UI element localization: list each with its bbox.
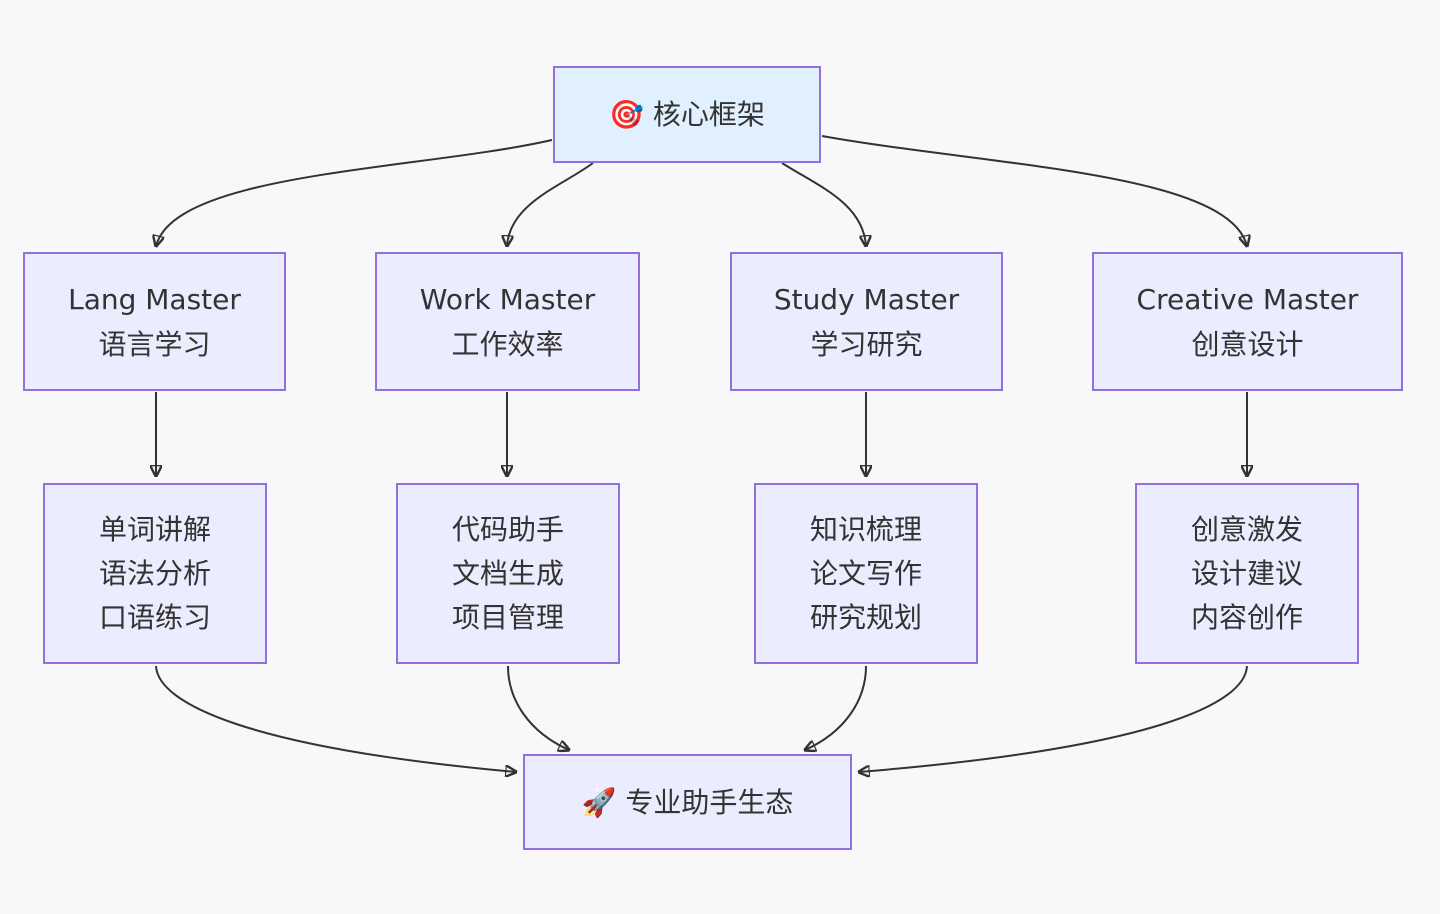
- creative-feature-3: 内容创作: [1190, 600, 1303, 634]
- edge-langdetail-ecosystem: [155, 665, 516, 772]
- node-lang-master-subtitle: 语言学习: [98, 327, 211, 361]
- node-study-master: Study Master 学习研究: [730, 252, 1003, 391]
- edge-workdetail-ecosystem: [507, 665, 569, 750]
- edge-creativedetail-ecosystem: [859, 665, 1248, 772]
- node-creative-master-title: Creative Master: [1136, 282, 1359, 316]
- edge-root-work: [507, 162, 594, 246]
- creative-feature-2: 设计建议: [1190, 556, 1303, 590]
- study-feature-2: 论文写作: [809, 556, 922, 590]
- node-study-master-subtitle: 学习研究: [810, 327, 923, 361]
- node-lang-master-title: Lang Master: [68, 282, 241, 316]
- node-lang-features: 单词讲解 语法分析 口语练习: [43, 483, 267, 664]
- node-work-master-title: Work Master: [419, 282, 596, 316]
- node-creative-features: 创意激发 设计建议 内容创作: [1135, 483, 1359, 664]
- node-assistant-ecosystem-label: 🚀 专业助手生态: [581, 785, 794, 819]
- edge-root-lang: [156, 139, 553, 246]
- node-study-features: 知识梳理 论文写作 研究规划: [754, 483, 978, 664]
- edge-root-study: [781, 162, 866, 246]
- node-core-framework-label: 🎯 核心框架: [609, 98, 765, 131]
- node-core-framework: 🎯 核心框架: [553, 66, 821, 163]
- edge-root-creative: [821, 135, 1247, 246]
- creative-feature-1: 创意激发: [1190, 512, 1303, 546]
- node-creative-master: Creative Master 创意设计: [1092, 252, 1403, 391]
- node-study-master-title: Study Master: [773, 282, 960, 316]
- edge-studydetail-ecosystem: [805, 665, 867, 750]
- node-creative-master-subtitle: 创意设计: [1191, 327, 1304, 361]
- lang-feature-3: 口语练习: [98, 600, 211, 634]
- study-feature-3: 研究规划: [809, 600, 922, 634]
- lang-feature-1: 单词讲解: [98, 512, 211, 546]
- node-lang-master: Lang Master 语言学习: [23, 252, 286, 391]
- study-feature-1: 知识梳理: [809, 512, 922, 546]
- work-feature-3: 项目管理: [451, 600, 564, 634]
- work-feature-1: 代码助手: [451, 512, 564, 546]
- node-work-features: 代码助手 文档生成 项目管理: [396, 483, 620, 664]
- work-feature-2: 文档生成: [451, 556, 564, 590]
- node-work-master-subtitle: 工作效率: [451, 327, 564, 361]
- node-assistant-ecosystem: 🚀 专业助手生态: [523, 754, 852, 850]
- lang-feature-2: 语法分析: [98, 556, 211, 590]
- node-work-master: Work Master 工作效率: [375, 252, 640, 391]
